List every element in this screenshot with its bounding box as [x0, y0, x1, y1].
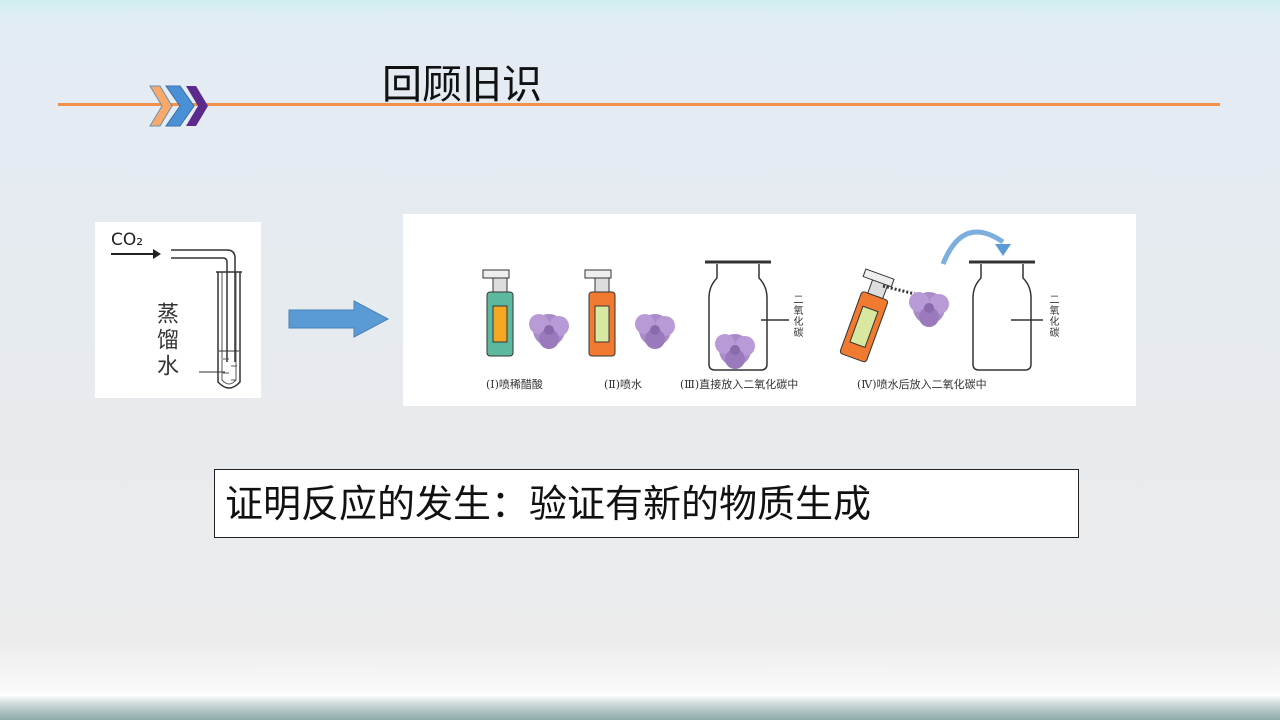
caption-2: (Ⅱ)喷水: [604, 378, 643, 391]
jar-label-3: 二氧化碳: [791, 294, 802, 338]
spray-bottle-1: [482, 269, 514, 357]
chevron-decoration-icon: [149, 85, 208, 127]
caption-4: (Ⅳ)喷水后放入二氧化碳中: [857, 378, 987, 391]
right-arrow-icon: [288, 300, 390, 338]
liquid-label: 蒸馏水: [153, 302, 178, 380]
title-divider: [58, 103, 1220, 106]
caption-1: (Ⅰ)喷稀醋酸: [486, 378, 543, 391]
gas-label: CO₂: [111, 230, 144, 250]
jar-label-4: 二氧化碳: [1047, 294, 1058, 338]
flower-experiment-figure: 二氧化碳 二氧化碳: [403, 214, 1136, 406]
co2-into-water-figure: CO₂ 蒸馏水: [95, 222, 261, 398]
conclusion-textbox: 证明反应的发生：验证有新的物质生成: [214, 469, 1079, 538]
caption-3: (Ⅲ)直接放入二氧化碳中: [680, 378, 799, 391]
slide-title: 回顾旧识: [382, 62, 542, 108]
